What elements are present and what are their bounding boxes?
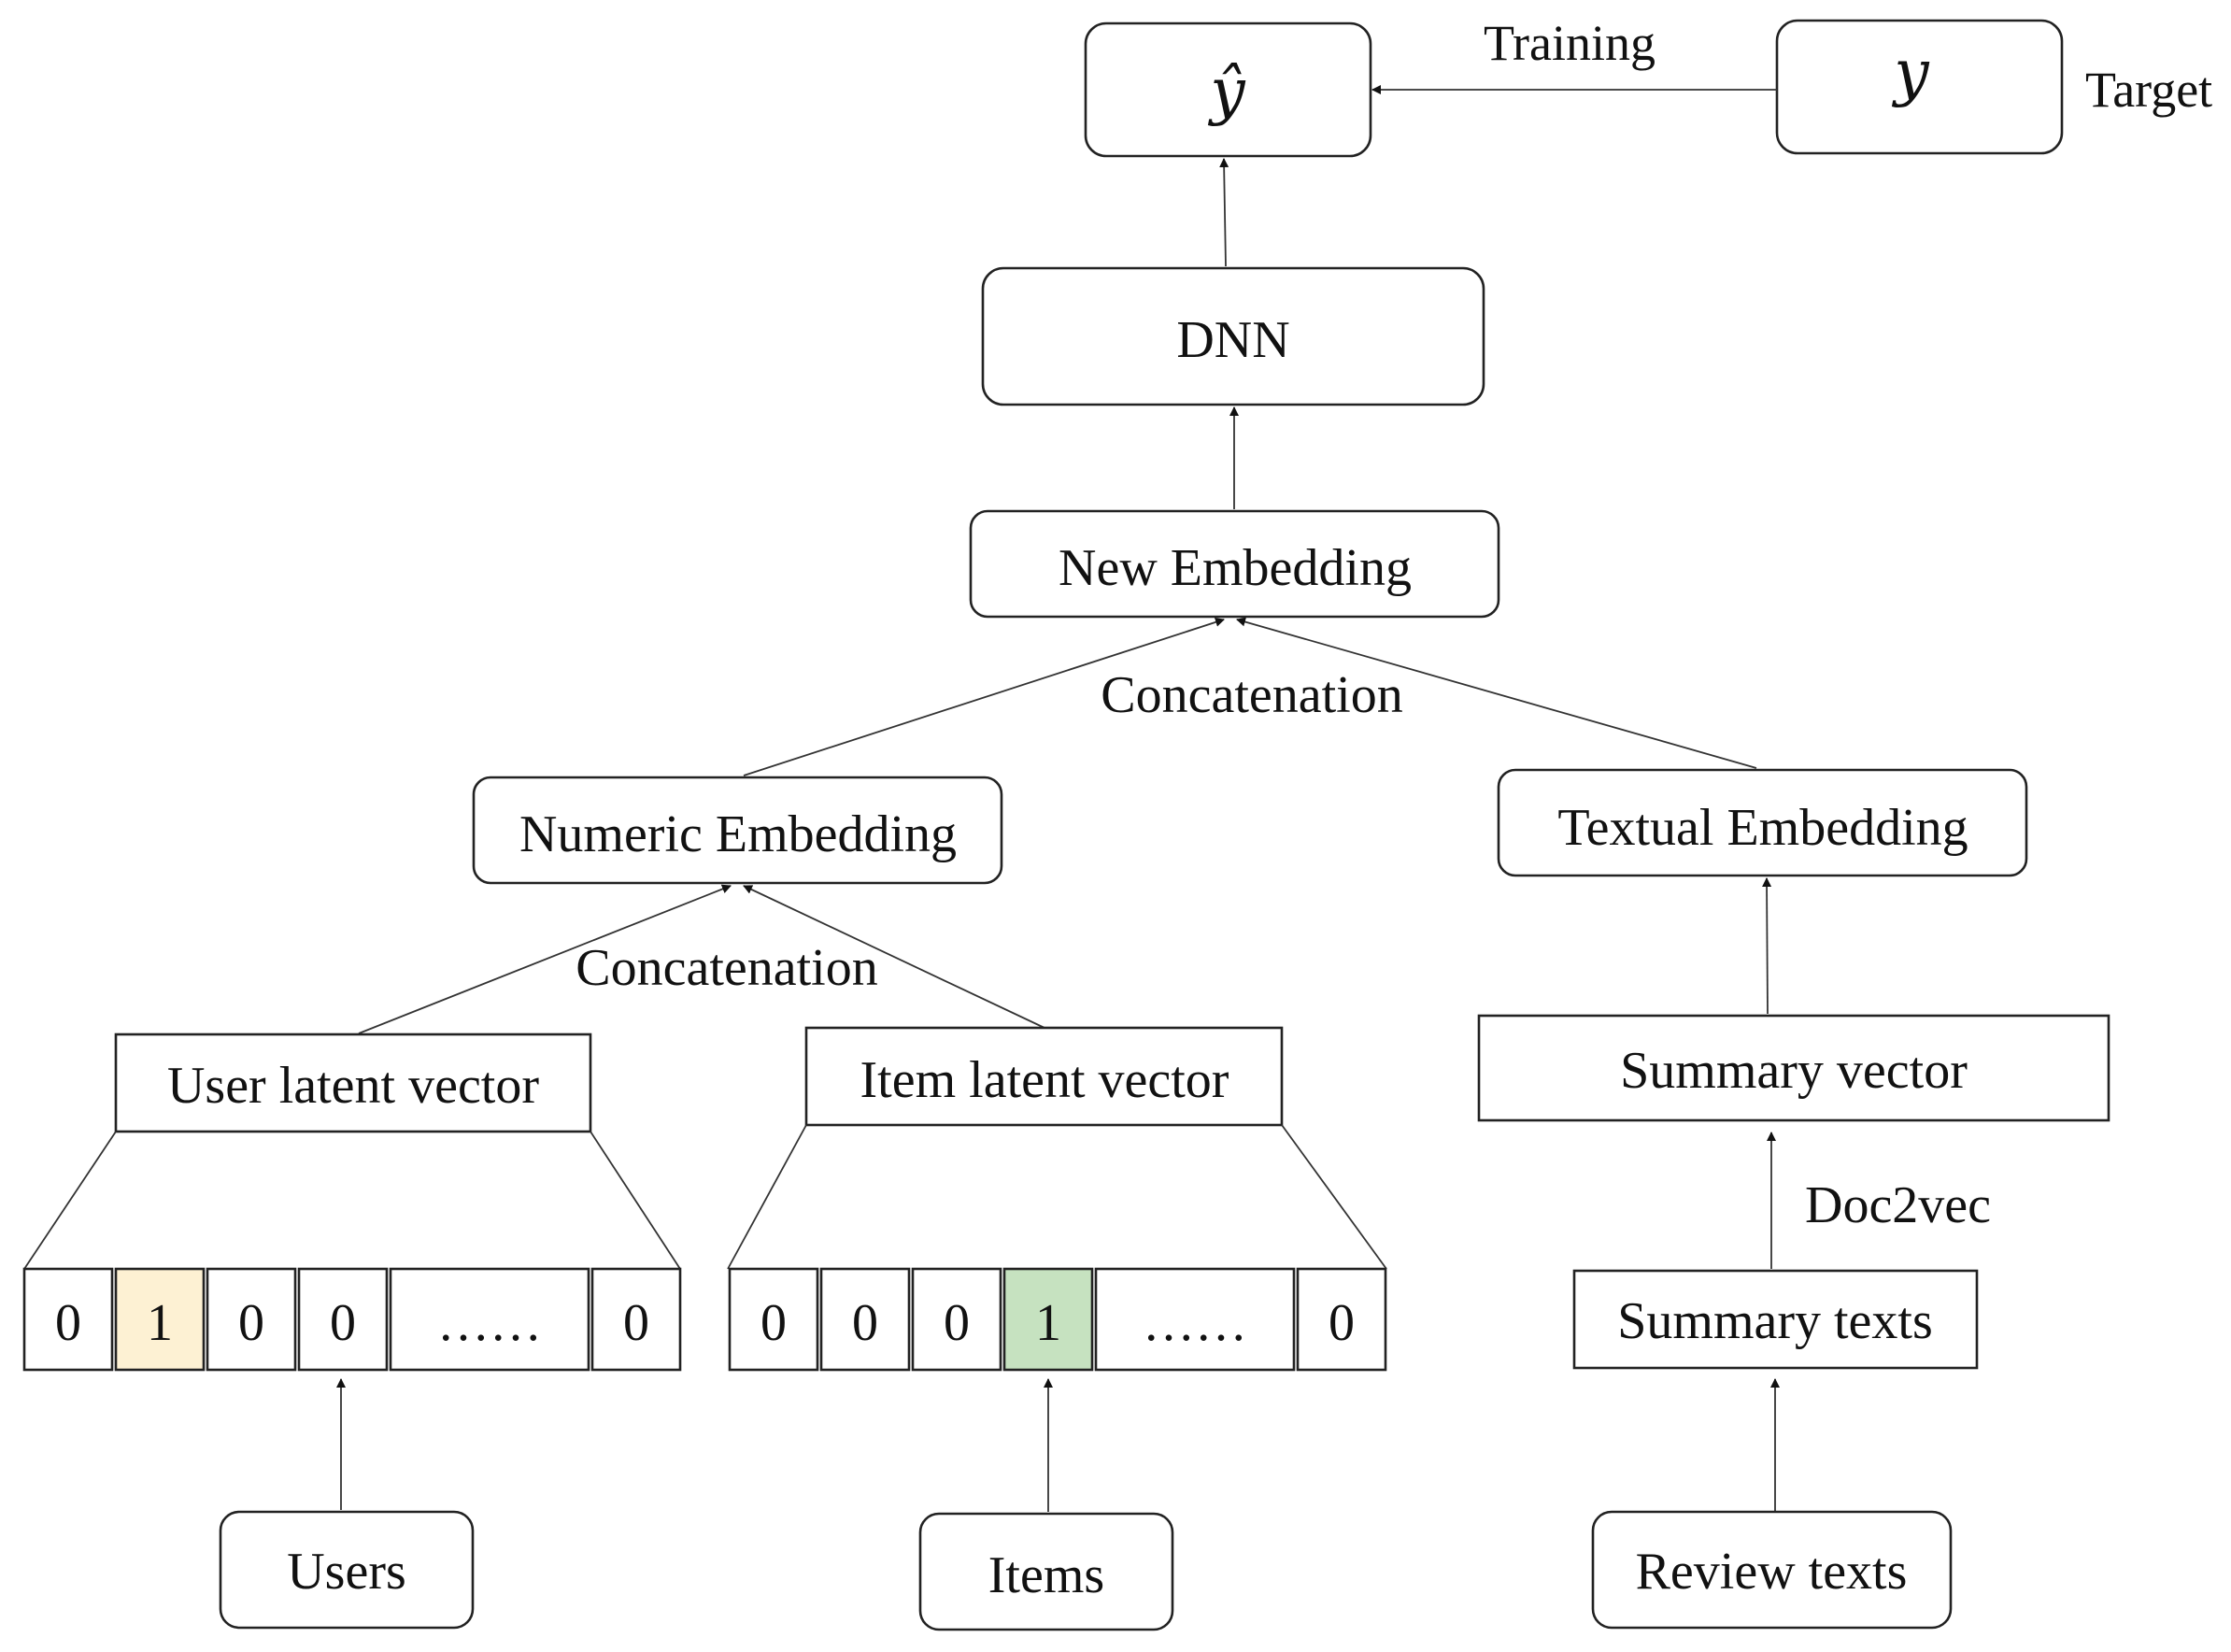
user-vector-cell-value: 1 [147, 1294, 173, 1352]
item-vector-cell [1094, 1267, 1296, 1372]
textual-embedding-node: Textual Embedding [1497, 768, 2028, 877]
user-vector-cell-value: 0 [238, 1294, 264, 1352]
user-vector-cell-value: 0 [330, 1294, 356, 1352]
item-vector-cell-value: 0 [760, 1294, 787, 1352]
user-vector-cell-value: 0 [623, 1294, 649, 1352]
dnn-to-yhat-arrow [1219, 158, 1229, 267]
textual-to-new-embedding-arrow [1236, 617, 1757, 769]
user-latent-to-numeric-arrow [358, 884, 732, 1034]
items-node: Items [918, 1512, 1174, 1631]
item-vector-cell [728, 1267, 819, 1372]
item-vector-cell [911, 1267, 1002, 1372]
review-texts-label: Review texts [1636, 1543, 1908, 1601]
y-hat-label: ŷ [1207, 55, 1245, 127]
users-node: Users [219, 1510, 475, 1630]
item-vector-cell [819, 1267, 911, 1372]
item-latent-to-numeric-arrow [743, 885, 1045, 1029]
numeric-embedding-node: Numeric Embedding [472, 776, 1003, 885]
summary-vector-label: Summary vector [1620, 1042, 1968, 1100]
item-vector-cell-value: …… [1143, 1294, 1247, 1352]
concatenation-bottom-label: Concatenation [576, 939, 877, 997]
user-vector-cell [22, 1267, 114, 1372]
summary-vector-node: Summary vector [1477, 1014, 2110, 1122]
summary-texts-label: Summary texts [1617, 1292, 1933, 1350]
user-vector-cell [114, 1267, 206, 1372]
item-vector-cell [1002, 1267, 1094, 1372]
y-node: y [1775, 19, 2064, 155]
user-latent-label: User latent vector [167, 1057, 539, 1115]
item-vector-cell-value: 1 [1035, 1294, 1061, 1352]
items-label: Items [988, 1546, 1104, 1604]
new-embedding-label: New Embedding [1059, 539, 1412, 597]
y-label: y [1891, 36, 1929, 108]
user-one-hot-vector: 0 1 0 0 …… 0 [22, 1267, 682, 1372]
user-vector-cell [206, 1267, 297, 1372]
item-latent-left-edge [727, 1124, 807, 1270]
item-vector-cell-value: 0 [1329, 1294, 1355, 1352]
user-vector-cell [297, 1267, 389, 1372]
training-label: Training [1484, 15, 1655, 71]
target-label: Target [2085, 62, 2212, 118]
user-vector-cell-value: 0 [55, 1294, 81, 1352]
new-embedding-node: New Embedding [969, 509, 1500, 619]
user-vector-cell [389, 1267, 590, 1372]
user-latent-left-edge [23, 1131, 117, 1270]
item-vector-cell-value: 0 [944, 1294, 970, 1352]
doc2vec-label: Doc2vec [1805, 1176, 1991, 1234]
user-latent-vector-node: User latent vector [114, 1032, 592, 1133]
concatenation-top-label: Concatenation [1101, 666, 1402, 724]
y-hat-node: ŷ [1084, 21, 1372, 158]
item-one-hot-vector: 0 0 0 1 …… 0 [728, 1267, 1387, 1372]
dnn-node: DNN [981, 266, 1485, 406]
item-vector-cell [1296, 1267, 1387, 1372]
item-latent-vector-node: Item latent vector [804, 1026, 1284, 1127]
summary-vector-to-textual-arrow [1762, 877, 1772, 1015]
users-label: Users [287, 1543, 406, 1601]
item-vector-cell-value: 0 [852, 1294, 878, 1352]
user-vector-cell-value: …… [437, 1294, 542, 1352]
summary-texts-node: Summary texts [1572, 1269, 1979, 1370]
item-latent-label: Item latent vector [860, 1051, 1229, 1109]
numeric-embedding-label: Numeric Embedding [519, 805, 957, 863]
dnn-label: DNN [1176, 311, 1289, 369]
user-vector-cell [590, 1267, 682, 1372]
numeric-to-new-embedding-arrow [743, 618, 1225, 776]
review-texts-node: Review texts [1591, 1510, 1953, 1630]
user-latent-right-edge [590, 1131, 681, 1270]
textual-embedding-label: Textual Embedding [1557, 799, 1968, 857]
item-latent-right-edge [1281, 1124, 1387, 1270]
